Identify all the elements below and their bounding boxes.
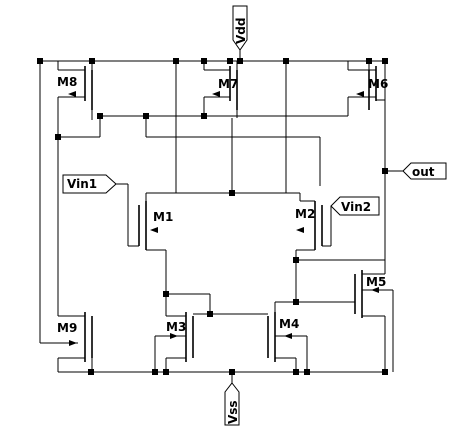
transistor-m1: [138, 193, 167, 294]
label-m3: M3: [166, 320, 186, 334]
label-m8: M8: [57, 75, 77, 89]
port-vin1: Vin1: [62, 174, 128, 194]
port-vdd: Vdd: [232, 5, 248, 51]
port-vin2-label: Vin2: [341, 200, 371, 214]
transistor-m4: [193, 301, 308, 372]
port-out-label: out: [412, 165, 435, 179]
label-m2: M2: [295, 207, 315, 221]
port-vss: Vss: [224, 382, 240, 426]
transistor-m9: [57, 137, 93, 372]
port-vin1-label: Vin1: [67, 177, 97, 191]
label-m1: M1: [153, 210, 173, 224]
transistor-m2: [295, 193, 323, 302]
bias-line: [100, 115, 348, 186]
vin1-net: [127, 184, 139, 247]
label-m9: M9: [57, 321, 77, 335]
transistor-m6: [347, 61, 386, 116]
vdd-rail: [39, 50, 385, 344]
label-m7: M7: [218, 77, 238, 91]
tail-current-net: [146, 61, 300, 194]
transistor-m8: [57, 61, 101, 138]
label-m5: M5: [366, 275, 386, 289]
port-vdd-label: Vdd: [234, 18, 248, 44]
junction-dots: [37, 58, 388, 375]
vss-rail: [58, 371, 385, 383]
label-m4: M4: [279, 317, 299, 331]
transistor-m3: [154, 293, 211, 372]
vin2-net: [322, 206, 332, 247]
port-out: out: [402, 162, 447, 180]
port-vss-label: Vss: [226, 400, 240, 424]
transistor-m5: [296, 100, 394, 372]
label-m6: M6: [368, 77, 388, 91]
port-vin2: Vin2: [330, 196, 380, 216]
